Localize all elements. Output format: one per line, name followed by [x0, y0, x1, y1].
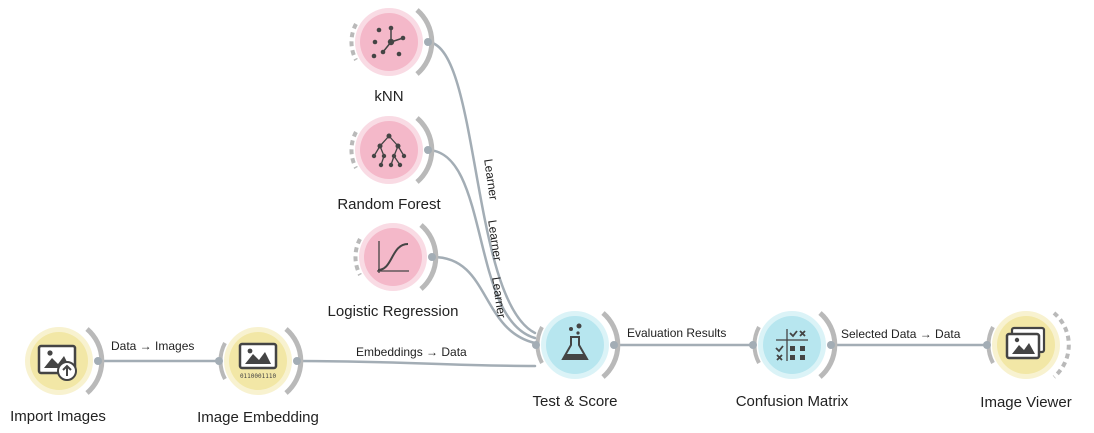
widget-logistic-regression[interactable]: [353, 223, 439, 291]
widget-label-random-forest: Random Forest: [337, 196, 441, 213]
widget-knn[interactable]: [349, 8, 435, 76]
widget-label-import-images: Import Images: [10, 408, 106, 425]
sigmoid-icon: [377, 241, 409, 273]
widget-random-forest[interactable]: [349, 116, 435, 184]
knn-icon: [371, 25, 406, 59]
link-logistic-regression-test-score[interactable]: [431, 255, 537, 345]
image-binary-icon: 0110001110: [238, 342, 278, 380]
svg-text:0110001110: 0110001110: [240, 373, 277, 380]
image-stack-icon: [1005, 326, 1046, 360]
widget-import-images[interactable]: [25, 327, 105, 395]
link-random-forest-test-score[interactable]: [425, 148, 537, 340]
image-upload-icon: [37, 344, 77, 381]
widget-image-embedding[interactable]: 0110001110: [215, 327, 304, 395]
widget-image-viewer[interactable]: [983, 311, 1071, 379]
link-knn-test-score[interactable]: [425, 40, 537, 335]
widget-confusion-matrix[interactable]: [749, 311, 838, 379]
flask-icon: [561, 323, 589, 360]
widget-label-knn: kNN: [374, 88, 404, 105]
tree-icon: [371, 133, 407, 168]
matrix-icon: [775, 329, 808, 361]
widget-label-logistic-regression: Logistic Regression: [327, 303, 459, 320]
widget-label-confusion-matrix: Confusion Matrix: [735, 393, 849, 410]
link-label-data-images: Data → Images: [111, 339, 195, 353]
link-label-embeddings-data: Embeddings → Data: [356, 345, 467, 359]
link-label-evaluation-results: Evaluation Results: [627, 326, 727, 340]
widget-label-test-score: Test & Score: [532, 393, 618, 410]
link-label-selected-data: Selected Data → Data: [841, 327, 961, 341]
widget-label-image-viewer: Image Viewer: [980, 394, 1072, 411]
widget-label-image-embedding: Image Embedding: [197, 409, 319, 426]
link-image-embedding-test-score[interactable]: [296, 359, 537, 368]
widget-test-score[interactable]: [532, 311, 621, 379]
